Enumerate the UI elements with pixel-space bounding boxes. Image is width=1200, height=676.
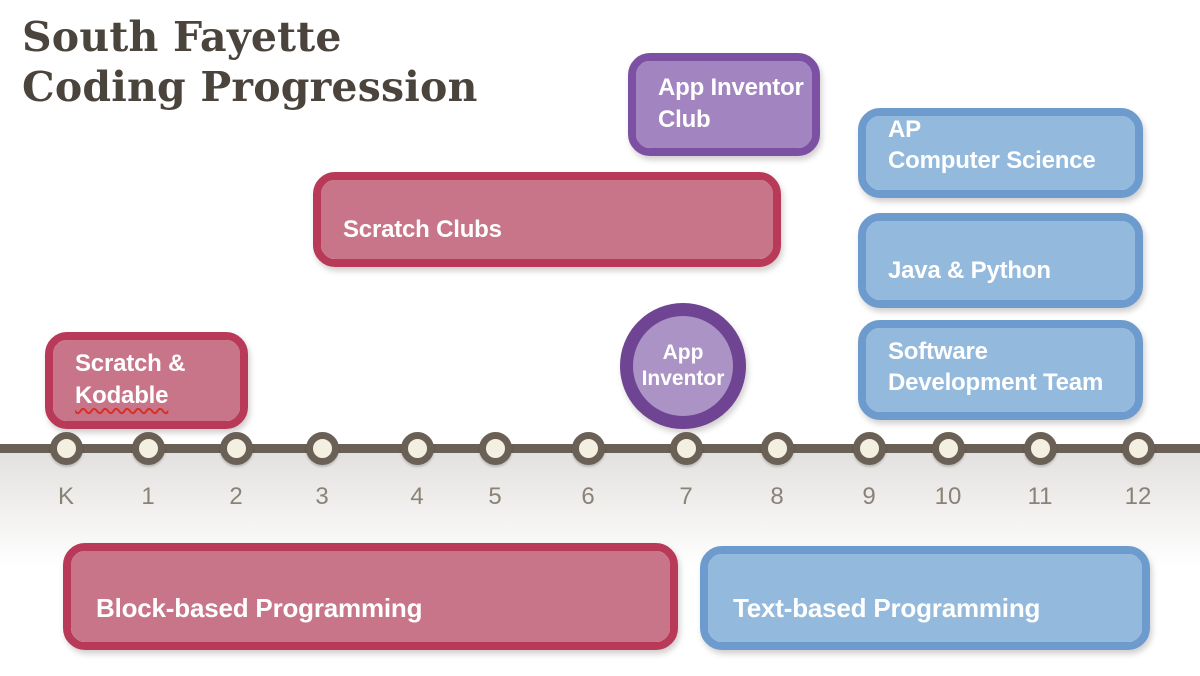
grade-label: 6 bbox=[581, 483, 595, 510]
grade-label: 8 bbox=[770, 483, 784, 510]
timeline-node bbox=[931, 432, 965, 465]
timeline-node bbox=[131, 432, 165, 465]
box-scratch-kodable-label-line1: Scratch & bbox=[75, 350, 186, 378]
grade-label: 10 bbox=[934, 483, 962, 510]
timeline-node bbox=[1121, 432, 1155, 465]
grade-label: 3 bbox=[315, 483, 329, 510]
box-app-inventor-club: App Inventor Club bbox=[628, 53, 820, 156]
box-text-based-programming: Text-based Programming bbox=[700, 546, 1150, 650]
grade-label: 4 bbox=[410, 483, 424, 510]
box-scratch-kodable: Scratch & Kodable bbox=[45, 332, 248, 429]
box-scratch-clubs-label: Scratch Clubs bbox=[343, 215, 502, 243]
app-inventor-circle-label-line1: App bbox=[662, 340, 704, 364]
timeline-node bbox=[571, 432, 605, 465]
box-ap-computer-science-label-line1: AP bbox=[888, 115, 921, 143]
box-app-inventor-club-label-line2: Club bbox=[658, 105, 711, 133]
box-scratch-kodable-label-line2: Kodable bbox=[75, 381, 169, 409]
timeline-node bbox=[669, 432, 703, 465]
page-title-line2: Coding Progression bbox=[22, 63, 478, 112]
timeline-node bbox=[478, 432, 512, 465]
grade-label: 2 bbox=[229, 483, 243, 510]
box-app-inventor-club-label-line1: App Inventor bbox=[658, 74, 804, 102]
grade-label: 9 bbox=[862, 483, 876, 510]
grade-label: 11 bbox=[1027, 483, 1053, 510]
box-java-python-label: Java & Python bbox=[888, 256, 1051, 284]
grade-label: 1 bbox=[141, 483, 155, 510]
timeline-node bbox=[219, 432, 253, 465]
box-block-based-programming-label: Block-based Programming bbox=[96, 593, 423, 624]
box-java-python: Java & Python bbox=[858, 213, 1143, 308]
box-software-development-team-label-line2: Development Team bbox=[888, 368, 1104, 396]
grade-label: 5 bbox=[488, 483, 502, 510]
app-inventor-circle-badge: App Inventor bbox=[620, 303, 746, 429]
timeline-node bbox=[852, 432, 886, 465]
timeline-node bbox=[1023, 432, 1057, 465]
grade-label: K bbox=[57, 483, 74, 510]
timeline-node bbox=[49, 432, 83, 465]
grade-label: 12 bbox=[1124, 483, 1152, 510]
box-ap-computer-science-label-line2: Computer Science bbox=[888, 146, 1096, 174]
box-text-based-programming-label: Text-based Programming bbox=[733, 593, 1041, 624]
app-inventor-circle-label-line2: Inventor bbox=[641, 367, 725, 390]
box-ap-computer-science: AP Computer Science bbox=[858, 108, 1143, 198]
timeline-node bbox=[400, 432, 434, 465]
box-software-development-team: Software Development Team bbox=[858, 320, 1143, 420]
box-software-development-team-label-line1: Software bbox=[888, 337, 988, 365]
box-scratch-clubs: Scratch Clubs bbox=[313, 172, 781, 267]
page-title: South Fayette Coding Progression bbox=[22, 12, 478, 112]
timeline-node bbox=[305, 432, 339, 465]
timeline-node bbox=[760, 432, 794, 465]
box-block-based-programming: Block-based Programming bbox=[63, 543, 678, 650]
page-title-line1: South Fayette bbox=[22, 13, 342, 61]
grade-label: 7 bbox=[679, 483, 693, 510]
